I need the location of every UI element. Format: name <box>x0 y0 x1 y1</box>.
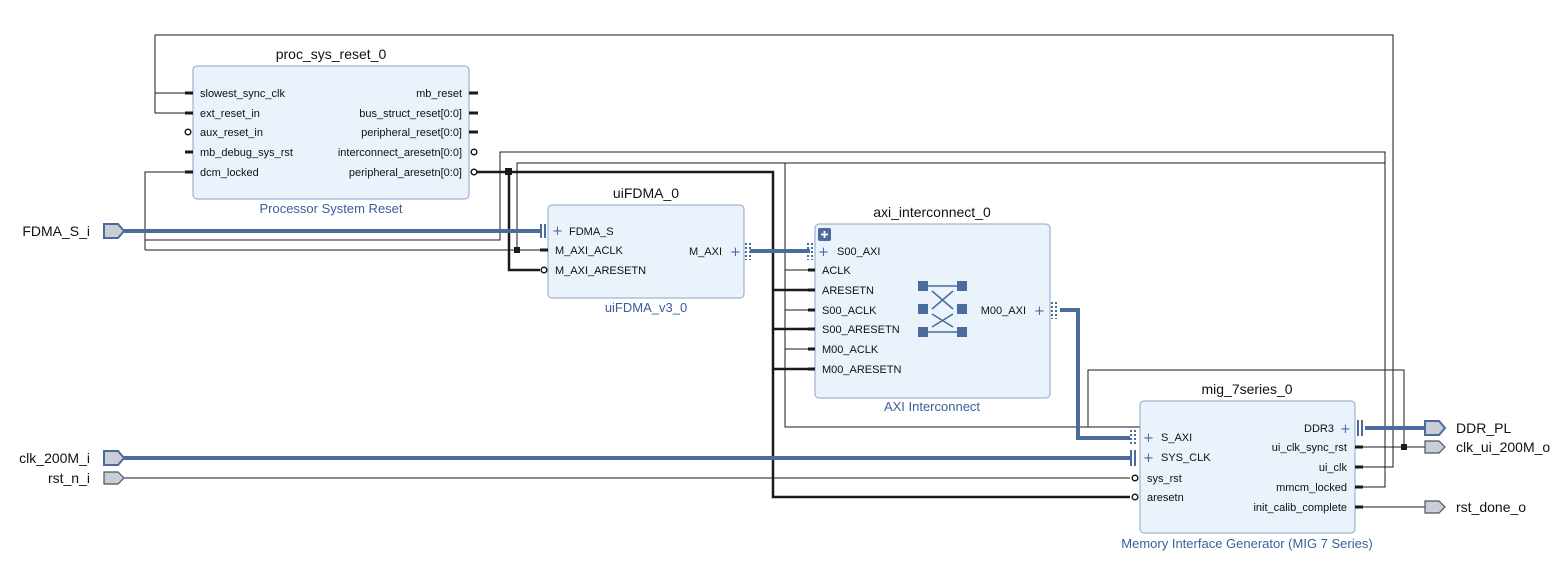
pin-slowest-sync-clk[interactable]: slowest_sync_clk <box>200 88 285 100</box>
block-mig-7series[interactable]: mig_7series_0 Memory Interface Generator… <box>1121 381 1372 551</box>
pin-mmcm-locked[interactable]: mmcm_locked <box>1276 482 1347 494</box>
block-axi-interconnect[interactable]: axi_interconnect_0 AXI Interconnect + S0… <box>807 204 1057 414</box>
pin-fdma-s[interactable]: FDMA_S <box>569 226 614 238</box>
pin-interconnect-aresetn[interactable]: interconnect_aresetn[0:0] <box>338 147 462 159</box>
block-instance-name: axi_interconnect_0 <box>873 204 991 220</box>
pin-m-axi-aclk[interactable]: M_AXI_ACLK <box>555 245 624 257</box>
inverted-pin-bubble <box>540 266 548 274</box>
net-ui-clk-sync-rst[interactable] <box>1087 369 1405 448</box>
port-rst-done-o[interactable]: rst_done_o <box>1424 499 1526 515</box>
net-peripheral-aresetn[interactable] <box>475 170 1130 499</box>
crossbar-icon <box>918 281 967 337</box>
pin-peripheral-aresetn[interactable]: peripheral_aresetn[0:0] <box>349 167 462 179</box>
bus-nets <box>124 229 1425 460</box>
inverted-pin-bubble <box>470 168 478 176</box>
pin-m-axi[interactable]: M_AXI <box>689 246 722 258</box>
bus-m00-axi[interactable] <box>1060 308 1130 440</box>
block-type-name: uiFDMA_v3_0 <box>605 300 687 315</box>
pin-sys-rst[interactable]: sys_rst <box>1147 473 1182 485</box>
expand-plus-icon[interactable]: + <box>818 245 829 260</box>
net-mmcm-locked[interactable] <box>144 151 1386 488</box>
pin-m-axi-aresetn[interactable]: M_AXI_ARESETN <box>555 265 646 277</box>
pin-aresetn[interactable]: ARESETN <box>822 285 874 297</box>
pin-sys-clk[interactable]: SYS_CLK <box>1161 452 1211 464</box>
port-label: FDMA_S_i <box>22 223 90 239</box>
port-label: rst_done_o <box>1456 499 1526 515</box>
junction-dot <box>1401 444 1407 450</box>
pin-m00-axi[interactable]: M00_AXI <box>981 305 1026 317</box>
pin-mb-reset[interactable]: mb_reset <box>416 88 462 100</box>
port-ddr-pl[interactable]: DDR_PL <box>1424 420 1511 436</box>
nets <box>124 34 1425 508</box>
block-instance-name: proc_sys_reset_0 <box>276 46 387 62</box>
pin-ui-clk[interactable]: ui_clk <box>1319 462 1348 474</box>
block-instance-name: mig_7series_0 <box>1201 381 1292 397</box>
net-ext-reset[interactable] <box>154 93 189 114</box>
net-ui-clk-loop[interactable] <box>154 34 1394 468</box>
pin-init-calib-complete[interactable]: init_calib_complete <box>1253 502 1347 514</box>
block-type-name: Processor System Reset <box>259 201 402 216</box>
pin-s00-aresetn[interactable]: S00_ARESETN <box>822 324 900 336</box>
pin-s00-axi[interactable]: S00_AXI <box>837 246 880 258</box>
port-label: rst_n_i <box>48 470 90 486</box>
external-ports: FDMA_S_i clk_200M_i rst_n_i DDR_PL clk_u… <box>19 223 1550 515</box>
inverted-pin-bubble <box>470 148 478 156</box>
expand-plus-icon[interactable]: + <box>1143 431 1154 446</box>
pin-aux-reset-in[interactable]: aux_reset_in <box>200 127 263 139</box>
port-label: DDR_PL <box>1456 420 1511 436</box>
inverted-pin-bubble <box>1131 474 1139 482</box>
block-proc-sys-reset[interactable]: proc_sys_reset_0 Processor System Reset … <box>184 46 478 216</box>
port-clk-200m-i[interactable]: clk_200M_i <box>19 450 126 466</box>
pin-ext-reset-in[interactable]: ext_reset_in <box>200 108 260 120</box>
port-rst-n-i[interactable]: rst_n_i <box>48 470 125 486</box>
junction-dot <box>514 247 520 253</box>
pin-peripheral-reset[interactable]: peripheral_reset[0:0] <box>361 127 462 139</box>
inverted-pin-bubble <box>184 128 192 136</box>
expand-plus-icon[interactable]: + <box>1034 304 1045 319</box>
port-label: clk_ui_200M_o <box>1456 439 1550 455</box>
pin-ui-clk-sync-rst[interactable]: ui_clk_sync_rst <box>1272 442 1347 454</box>
pin-s-axi[interactable]: S_AXI <box>1161 432 1192 444</box>
port-label: clk_200M_i <box>19 450 90 466</box>
pin-aclk[interactable]: ACLK <box>822 265 851 277</box>
block-type-name: AXI Interconnect <box>884 399 980 414</box>
expand-plus-icon[interactable]: + <box>552 224 563 239</box>
expand-plus-icon[interactable]: + <box>1143 451 1154 466</box>
net-fdma-aresetn <box>507 172 540 272</box>
pin-mb-debug-sys-rst[interactable]: mb_debug_sys_rst <box>200 147 293 159</box>
net-ic-clk-bus[interactable] <box>517 162 1140 428</box>
pin-dcm-locked[interactable]: dcm_locked <box>200 167 259 179</box>
block-type-name: Memory Interface Generator (MIG 7 Series… <box>1121 536 1372 551</box>
pin-bus-struct-reset[interactable]: bus_struct_reset[0:0] <box>359 108 462 120</box>
net-m-axi-aclk[interactable] <box>145 162 1385 251</box>
pin-aresetn[interactable]: aresetn <box>1147 492 1184 504</box>
pin-ddr3[interactable]: DDR3 <box>1304 423 1334 435</box>
block-instance-name: uiFDMA_0 <box>613 185 679 201</box>
port-fdma-s-i[interactable]: FDMA_S_i <box>22 223 126 239</box>
expand-plus-icon[interactable]: + <box>730 245 741 260</box>
expand-plus-icon[interactable]: + <box>1340 422 1351 437</box>
pin-m00-aclk[interactable]: M00_ACLK <box>822 344 879 356</box>
pin-m00-aresetn[interactable]: M00_ARESETN <box>822 364 902 376</box>
block-uifdma[interactable]: uiFDMA_0 uiFDMA_v3_0 + FDMA_S M_AXI_ACLK… <box>540 185 751 315</box>
port-clk-ui-200m-o[interactable]: clk_ui_200M_o <box>1424 439 1550 455</box>
inverted-pin-bubble <box>1131 493 1139 501</box>
pin-s00-aclk[interactable]: S00_ACLK <box>822 305 877 317</box>
junction-dot <box>505 168 512 175</box>
